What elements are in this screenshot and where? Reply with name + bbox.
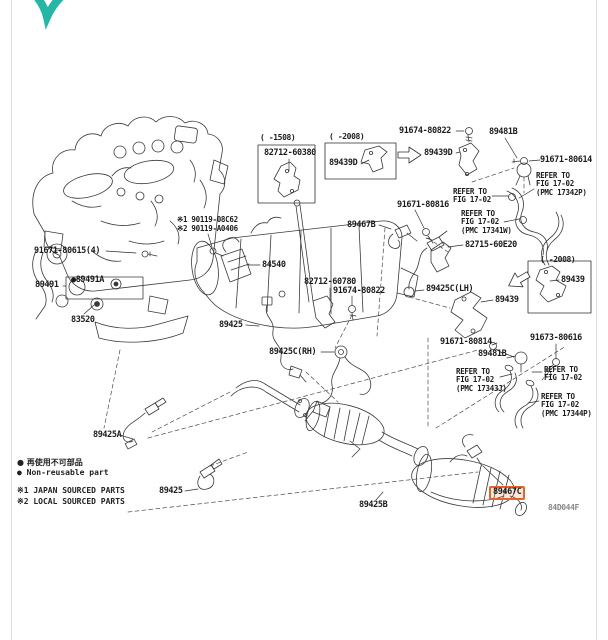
part-label-89425b: 89425B — [359, 500, 388, 510]
part-label-89467b: 89467B — [347, 220, 376, 230]
part-label-89481b: 89481B — [489, 127, 518, 137]
part-label-91671-80614: 91671-80614 — [540, 155, 592, 165]
legend-local-sourced: ※2 LOCAL SOURCED PARTS — [17, 497, 125, 506]
part-label-82712-60780: 82712-60780 — [304, 277, 356, 287]
part-label-89439: 89439 — [561, 275, 585, 285]
part-label-89491: 89491 — [35, 280, 59, 290]
inset-boxes — [257, 142, 592, 314]
part-label-89439d: 89439D — [329, 158, 358, 168]
leader-lines — [62, 130, 560, 501]
dashed-lines — [103, 167, 567, 513]
part-label-89425a: 89425A — [93, 430, 122, 440]
marketplace-logo-icon — [34, 0, 64, 30]
part-label-89425c-lh: 89425C(LH) — [426, 284, 474, 294]
part-label-91674-80822: 91674-80822 — [333, 286, 385, 296]
part-label-91671-80814: 91671-80814 — [440, 337, 492, 347]
part-label-91671-80816: 91671-80816 — [397, 200, 449, 210]
part-label-89425: 89425 — [159, 486, 183, 496]
part-label-89439d: 89439D — [424, 148, 453, 158]
part-label-89481b: 89481B — [478, 349, 507, 359]
highlighted-part-label-89467c: 89467C — [489, 486, 526, 500]
part-label-82712-60380: 82712-60380 — [264, 148, 316, 158]
part-label-83520: 83520 — [71, 315, 95, 325]
hoses — [494, 187, 564, 429]
part-label-91673-80616: 91673-80616 — [530, 333, 582, 343]
part-label-1508: ( -1508) — [260, 133, 296, 142]
part-label-91674-80822: 91674-80822 — [399, 126, 451, 136]
part-label-2008: ( -2008) — [329, 132, 365, 141]
part-label-2008: ( -2008) — [540, 255, 576, 264]
part-label-91671-80615-4: 91671-80615(4) — [34, 246, 101, 256]
legend-japan-sourced: ※1 JAPAN SOURCED PARTS — [17, 486, 125, 495]
part-label-89425: 89425 — [219, 320, 243, 330]
bolts — [141, 127, 560, 372]
brackets — [273, 142, 567, 373]
direction-arrows — [397, 146, 531, 288]
oxygen-sensors — [122, 224, 483, 490]
part-label-89425c-rh: 89425C(RH) — [269, 347, 317, 357]
legend-non-reusable-jp: ● 再使用不可部品 — [17, 458, 83, 467]
part-label-2-90119-a0406: ※2 90119-A0406 — [177, 224, 238, 233]
legend-non-reusable-en: ● Non-reusable part — [17, 468, 109, 477]
starter-drawing — [220, 237, 252, 283]
part-label-89491a: ●89491A — [71, 275, 105, 285]
part-label-84d044f: 84D044F — [548, 503, 579, 512]
part-label-89439: 89439 — [495, 295, 519, 305]
part-label-1-90119-08c62: ※1 90119-08C62 — [177, 215, 238, 224]
grommets — [65, 276, 144, 311]
engine-drawing — [32, 116, 229, 343]
part-label-84540: 84540 — [262, 260, 286, 270]
part-label-82715-60e20: 82715-60E20 — [465, 240, 517, 250]
